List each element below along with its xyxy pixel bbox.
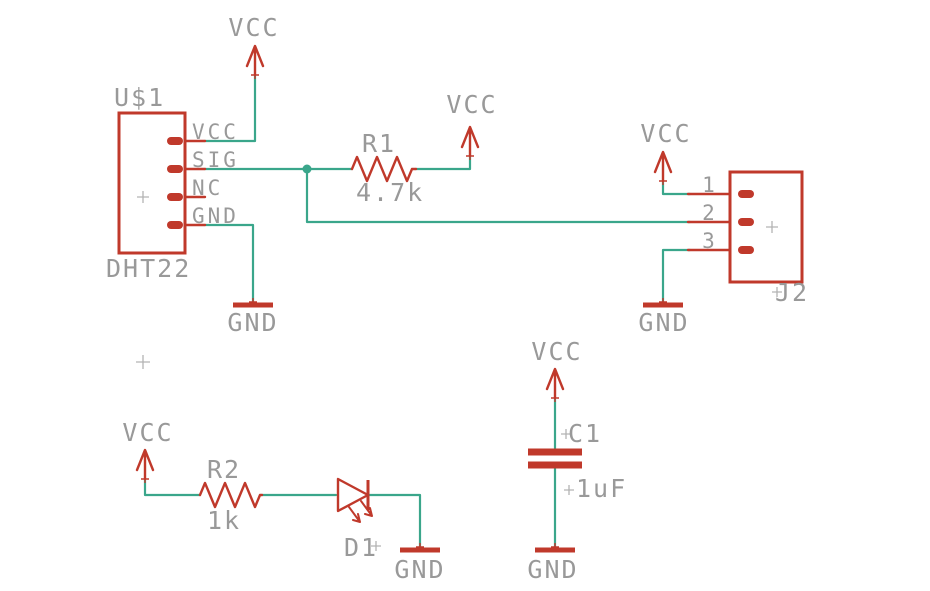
gnd-label-d1[interactable]: GND <box>394 555 445 584</box>
vcc-pin-cross <box>466 152 474 160</box>
net-vcc-u1[interactable] <box>203 74 257 143</box>
vcc-label-u1[interactable]: VCC <box>228 13 279 42</box>
wire-u1-vcc[interactable] <box>203 74 257 143</box>
net-gnd-j2[interactable] <box>661 248 692 304</box>
gnd-symbol-d1[interactable]: GND <box>394 543 445 584</box>
vcc-pin-cross <box>251 71 259 79</box>
c1-value[interactable]: 1uF <box>576 474 627 503</box>
c1-origin-cross <box>561 429 571 439</box>
r2-value[interactable]: 1k <box>207 506 241 535</box>
component-d1-led[interactable]: D1 <box>336 477 381 562</box>
gnd-label-u1[interactable]: GND <box>227 308 278 337</box>
j2-refdes[interactable]: J2 <box>775 278 809 307</box>
component-u1-dht22[interactable]: U$1 DHT22 VCC SIG NC GND <box>106 83 239 283</box>
vcc-symbol-c1[interactable]: VCC <box>531 337 582 402</box>
u1-origin-cross <box>137 191 149 203</box>
j2-pin-number-1: 1 <box>702 173 718 197</box>
gnd-symbol-j2[interactable]: GND <box>638 298 689 337</box>
vcc-pin-cross <box>551 394 559 402</box>
j2-pad-2 <box>738 218 754 226</box>
c1-refdes[interactable]: C1 <box>568 419 602 448</box>
d1-led-arrow-1 <box>348 506 361 523</box>
gnd-symbol-u1[interactable]: GND <box>227 298 278 337</box>
u1-pad-4 <box>167 221 183 229</box>
net-gnd-u1[interactable] <box>203 223 255 304</box>
component-j2[interactable]: 1 2 3 J2 <box>686 170 809 307</box>
j2-body[interactable] <box>728 170 804 284</box>
component-c1[interactable]: C1 1uF <box>528 419 627 503</box>
r2-resistor-icon[interactable] <box>198 481 264 509</box>
component-r2[interactable]: R2 1k <box>198 455 264 535</box>
net-vcc-j2[interactable] <box>661 180 692 196</box>
j2-label-cross <box>772 287 782 297</box>
vcc-symbol-r1[interactable]: VCC <box>446 90 497 160</box>
u1-pin-label-nc: NC <box>192 176 223 200</box>
vcc-arrow-icon <box>545 367 565 400</box>
wire-u1-gnd[interactable] <box>203 223 255 304</box>
u1-refdes[interactable]: U$1 <box>114 83 165 112</box>
vcc-pin-cross <box>659 177 667 185</box>
u1-pad-1 <box>167 137 183 145</box>
r2-refdes[interactable]: R2 <box>207 455 241 484</box>
vcc-symbol-u1[interactable]: VCC <box>228 13 279 79</box>
d1-refdes[interactable]: D1 <box>344 533 378 562</box>
gnd-pin-cross <box>416 543 424 551</box>
vcc-label-r2[interactable]: VCC <box>122 418 173 447</box>
j2-pad-1 <box>738 190 754 198</box>
vcc-arrow-icon <box>135 448 155 481</box>
vcc-label-c1[interactable]: VCC <box>531 337 582 366</box>
vcc-label-r1[interactable]: VCC <box>446 90 497 119</box>
vcc-symbol-j2[interactable]: VCC <box>640 119 691 185</box>
vcc-symbol-r2[interactable]: VCC <box>122 418 173 483</box>
gnd-label-c1[interactable]: GND <box>527 555 578 584</box>
gnd-pin-cross <box>249 298 257 306</box>
d1-diode-icon[interactable] <box>336 477 370 513</box>
c1-value-cross <box>564 485 574 495</box>
component-r1[interactable]: R1 4.7k <box>350 129 424 207</box>
j2-pad-3 <box>738 246 754 254</box>
r1-resistor-icon[interactable] <box>350 155 418 183</box>
u1-body[interactable] <box>117 111 187 255</box>
d1-label-cross <box>371 541 381 551</box>
net-led[interactable] <box>143 478 422 549</box>
j2-pin-number-2: 2 <box>702 201 718 225</box>
j2-origin-cross <box>766 221 778 233</box>
vcc-arrow-icon <box>460 125 480 158</box>
vcc-pin-cross <box>141 475 149 483</box>
j2-pin-number-3: 3 <box>702 229 718 253</box>
wire-sig-to-j2[interactable] <box>305 167 692 224</box>
u1-pin-label-sig: SIG <box>192 148 239 172</box>
net-sig[interactable] <box>203 155 692 224</box>
d1-led-arrow-2 <box>360 500 373 517</box>
wire-vcc-to-r2[interactable] <box>143 478 202 497</box>
u1-pin-label-gnd: GND <box>192 204 239 228</box>
gnd-symbol-c1[interactable]: GND <box>527 543 578 584</box>
canvas-origin-cross <box>136 355 150 369</box>
r1-refdes[interactable]: R1 <box>362 129 396 158</box>
wire-j2-pin1-vcc[interactable] <box>661 180 692 196</box>
u1-pad-3 <box>167 193 183 201</box>
wire-r1-to-vcc[interactable] <box>414 155 472 171</box>
gnd-pin-cross <box>551 543 559 551</box>
u1-pin-label-vcc: VCC <box>192 120 239 144</box>
r1-value[interactable]: 4.7k <box>356 178 424 207</box>
vcc-label-j2[interactable]: VCC <box>640 119 691 148</box>
u1-value[interactable]: DHT22 <box>106 254 191 283</box>
gnd-label-j2[interactable]: GND <box>638 308 689 337</box>
net-junction-dot <box>302 164 312 174</box>
u1-pad-2 <box>167 165 183 173</box>
wire-j2-pin3-gnd[interactable] <box>661 248 692 304</box>
vcc-arrow-icon <box>653 150 673 183</box>
gnd-pin-cross <box>659 298 667 306</box>
wire-d1-to-gnd[interactable] <box>367 493 422 549</box>
vcc-arrow-icon <box>245 44 265 77</box>
